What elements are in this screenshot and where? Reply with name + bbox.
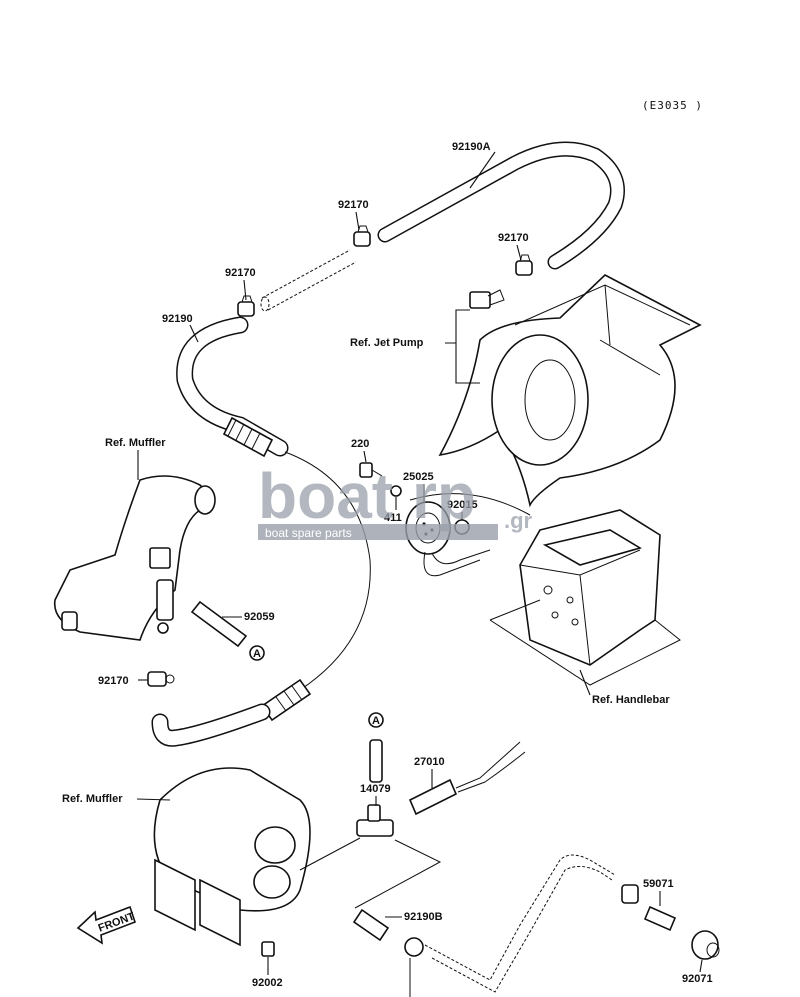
marker-a-lower-text: A	[372, 715, 380, 727]
clamp-92170-left	[237, 295, 255, 317]
leader-92170-left	[243, 279, 247, 301]
clamp-92170-right	[515, 254, 533, 276]
fitting-lower	[404, 937, 424, 997]
label-ref-muffler-top: Ref. Muffler	[105, 437, 166, 449]
label-92015: 92015	[447, 499, 478, 511]
connector-line	[409, 493, 531, 516]
label-14079: 14079	[360, 783, 391, 795]
label-411: 411	[384, 512, 402, 524]
hose-92190	[151, 316, 371, 747]
label-25025: 25025	[403, 471, 434, 483]
tube-92059	[190, 600, 248, 648]
label-92170-lower: 92170	[98, 675, 129, 687]
label-92170-right: 92170	[498, 232, 529, 244]
jet-pump	[438, 274, 702, 508]
clamp-92170-lower	[147, 671, 175, 687]
dashed-tube	[424, 854, 616, 993]
label-92059: 92059	[244, 611, 275, 623]
label-ref-jet-pump: Ref. Jet Pump	[350, 337, 424, 349]
leader-92190	[189, 324, 199, 343]
cap-92071	[691, 930, 720, 960]
leader-92190a	[469, 151, 496, 189]
label-92190a: 92190A	[452, 141, 491, 153]
leader-muffler-tee	[299, 837, 361, 871]
label-92002: 92002	[252, 977, 283, 989]
bellows-upper	[222, 416, 274, 458]
tube-a	[369, 739, 383, 783]
marker-a-upper-text: A	[253, 648, 261, 660]
fitting-59071	[621, 884, 677, 932]
leader-jet-pump	[445, 309, 480, 384]
label-92170-left: 92170	[225, 267, 256, 279]
watermark-brand-main: boat	[258, 460, 393, 532]
leader-muffler-bottom	[136, 798, 171, 801]
handlebar-pedestal	[489, 509, 681, 686]
marker-a-upper: A	[249, 645, 265, 661]
muffler-lower	[153, 767, 311, 947]
label-27010: 27010	[414, 756, 445, 768]
label-ref-muffler-bottom: Ref. Muffler	[62, 793, 123, 805]
marker-a-lower: A	[368, 712, 384, 728]
switch-27010	[408, 741, 526, 816]
bracket-92190b	[354, 839, 442, 909]
label-92190: 92190	[162, 313, 193, 325]
watermark-suffix: .gr	[504, 508, 533, 533]
watermark-band	[258, 524, 498, 540]
label-92190b: 92190B	[404, 911, 443, 923]
leader-92170-top	[355, 211, 360, 231]
front-arrow: FRONT	[76, 905, 137, 945]
label-59071: 59071	[643, 878, 674, 890]
label-92170-top: 92170	[338, 199, 369, 211]
bolt-220	[359, 462, 383, 478]
watermark-brand-tail: rp	[412, 460, 476, 532]
hose-92190a	[377, 141, 625, 270]
bellows-lower	[260, 678, 312, 722]
leader-92071	[699, 959, 703, 973]
tube-92190b	[352, 908, 390, 942]
washer-411	[390, 485, 402, 497]
watermark: boat rp .gr boat spare parts	[258, 460, 533, 540]
leader-92170-right	[516, 244, 522, 261]
muffler-upper	[53, 475, 216, 641]
label-ref-handlebar: Ref. Handlebar	[592, 694, 670, 706]
dashed-hose	[260, 249, 357, 312]
label-92071: 92071	[682, 973, 713, 985]
clamp-92170-top	[353, 225, 371, 247]
bolt-92002	[261, 941, 275, 957]
watermark-tagline: boat spare parts	[265, 526, 352, 540]
leader-220	[363, 450, 367, 463]
diagram-code: (E3035 )	[642, 99, 703, 112]
label-220: 220	[351, 438, 369, 450]
tee-14079	[356, 804, 394, 837]
leader-handlebar	[579, 669, 591, 696]
